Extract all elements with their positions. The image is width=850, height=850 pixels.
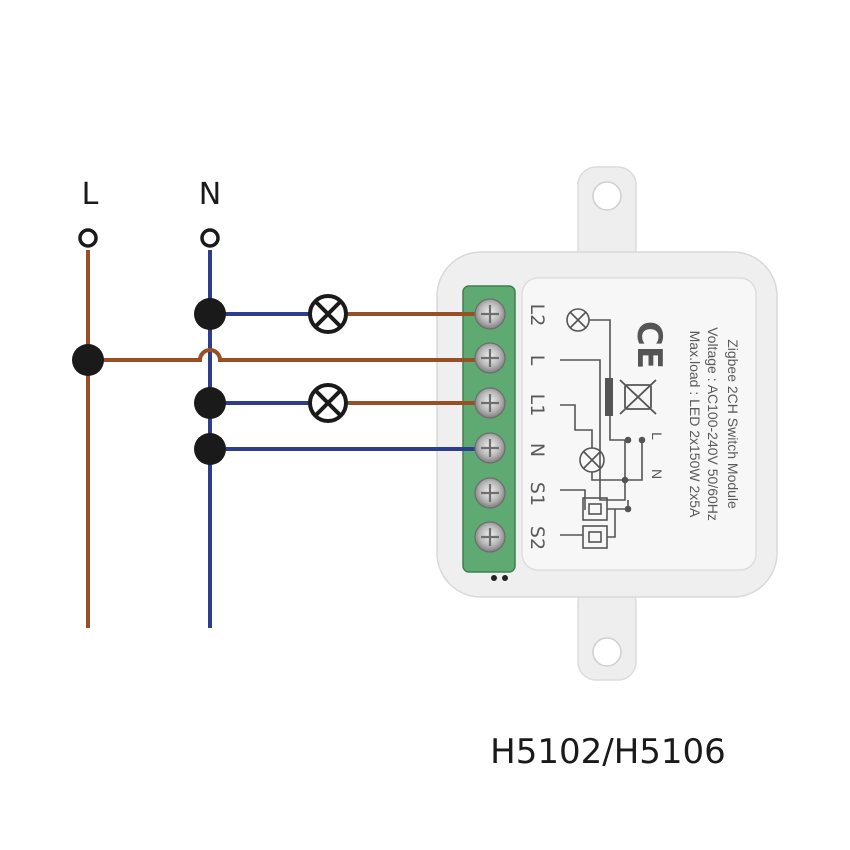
schematic-relay-inner bbox=[588, 531, 602, 543]
terminal-label-s1: S1 bbox=[526, 482, 548, 506]
ce-mark: CE bbox=[629, 321, 669, 369]
weee-bin-icon bbox=[619, 379, 657, 415]
junction-dot bbox=[194, 433, 226, 465]
certification-marks: CE bbox=[605, 321, 669, 416]
schematic-n-label: N bbox=[649, 469, 665, 479]
schematic-line bbox=[560, 489, 586, 510]
terminal-label-l1: L1 bbox=[526, 394, 548, 417]
schematic-node bbox=[638, 436, 646, 444]
junction-dot bbox=[194, 298, 226, 330]
schematic-lamp-cross bbox=[582, 450, 602, 470]
terminal-screws bbox=[474, 298, 506, 553]
schematic-line bbox=[591, 440, 643, 481]
screw-icon bbox=[474, 387, 506, 419]
terminal-label-l: L bbox=[526, 355, 548, 366]
screw-icon bbox=[474, 298, 506, 330]
schematic-line bbox=[560, 404, 593, 448]
screw-icon bbox=[474, 477, 506, 509]
screw-icon bbox=[474, 521, 506, 553]
module-title: Zigbee 2CH Switch Module bbox=[725, 339, 741, 509]
schematic-node bbox=[624, 505, 632, 513]
screw-icon bbox=[474, 342, 506, 374]
junction-dot bbox=[194, 387, 226, 419]
schematic-line bbox=[607, 509, 616, 538]
neutral-label: N bbox=[199, 177, 221, 212]
terminal-label-l2: L2 bbox=[526, 304, 548, 327]
schematic-node bbox=[621, 476, 629, 484]
junction-dot bbox=[72, 344, 104, 376]
module-voltage: Voltage : AC100-240V 50/60Hz bbox=[705, 327, 721, 521]
schematic-l-label: L bbox=[649, 432, 665, 440]
schematic-lamp-cross bbox=[569, 311, 587, 329]
live-terminal-icon bbox=[78, 228, 98, 248]
top-mount-hole bbox=[592, 181, 622, 211]
terminal-label-s2: S2 bbox=[526, 526, 548, 550]
schematic-relay-inner bbox=[588, 503, 602, 515]
bottom-mount-hole bbox=[592, 637, 622, 667]
lamp2-icon bbox=[308, 383, 348, 423]
weee-bar bbox=[605, 378, 613, 416]
lamp1-icon bbox=[308, 294, 348, 334]
switch-module bbox=[436, 166, 778, 681]
live-to-l-wire bbox=[88, 348, 490, 362]
schematic-l-group: L bbox=[649, 432, 665, 440]
module-label-plate bbox=[521, 277, 757, 571]
schematic-node bbox=[624, 436, 632, 444]
module-text-group: Zigbee 2CH Switch Module Voltage : AC100… bbox=[705, 327, 741, 521]
module-maxload-group: Max.load : LED 2x150W 2x5A bbox=[687, 331, 703, 518]
terminal-labels: L2 L L1 N S1 S2 bbox=[526, 304, 548, 550]
neutral-terminal-icon bbox=[200, 228, 220, 248]
terminal-label-n: N bbox=[526, 443, 548, 457]
screw-icon bbox=[474, 432, 506, 464]
schematic-n-group: N bbox=[649, 469, 665, 479]
status-led bbox=[491, 575, 497, 581]
status-led bbox=[502, 575, 508, 581]
live-label: L bbox=[82, 177, 99, 212]
model-label: H5102/H5106 bbox=[490, 732, 726, 772]
module-maxload: Max.load : LED 2x150W 2x5A bbox=[687, 331, 703, 518]
module-schematic bbox=[560, 308, 646, 549]
